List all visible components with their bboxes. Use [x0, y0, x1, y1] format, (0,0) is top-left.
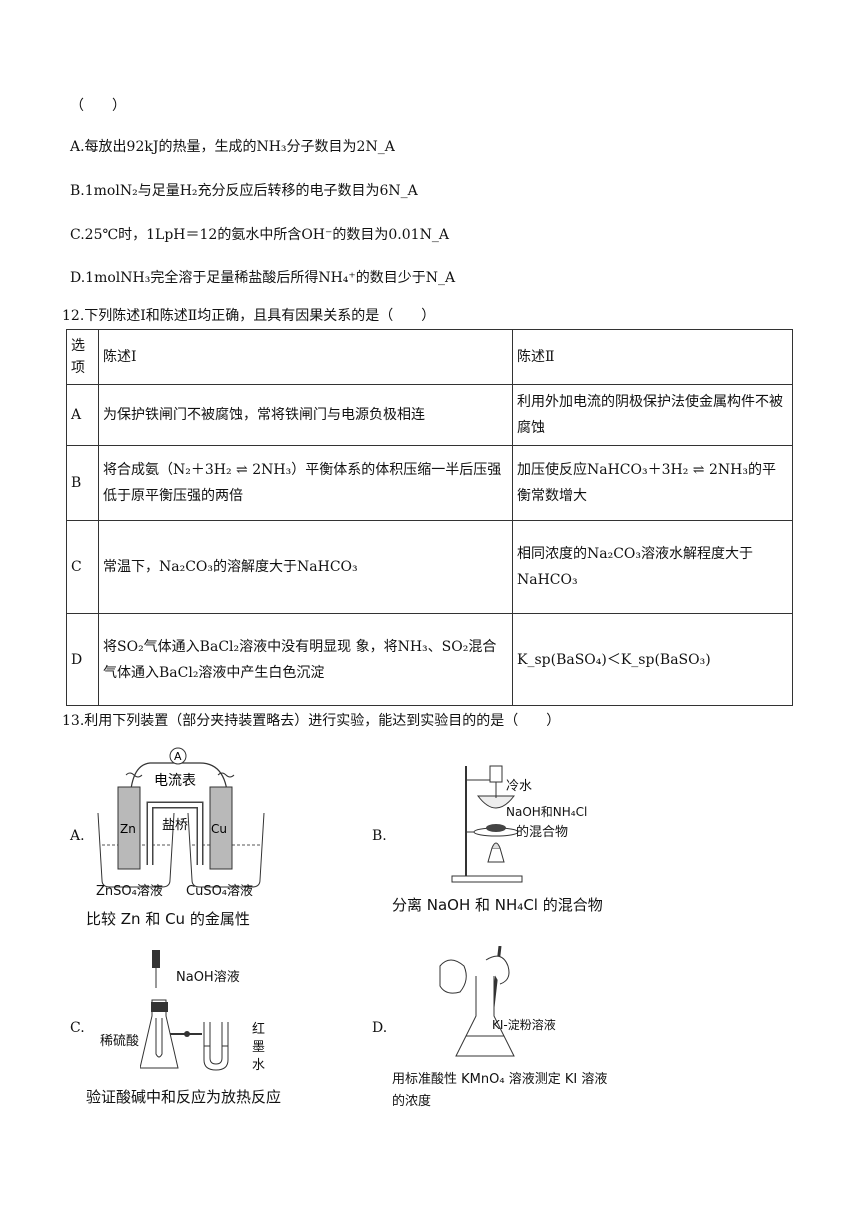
q13-option-a-label: A.: [70, 828, 85, 844]
znso4-label: ZnSO₄溶液: [96, 884, 163, 899]
ammeter-label: 电流表: [154, 773, 196, 789]
row-statement-2: K_sp(BaSO₄)＜K_sp(BaSO₃): [512, 613, 793, 706]
q12-table: 选项 陈述Ⅰ 陈述Ⅱ A 为保护铁闸门不被腐蚀，常将铁闸门与电源负极相连 利用外…: [66, 329, 793, 706]
header-option: 选项: [66, 329, 99, 385]
q13-stem: 13.利用下列装置（部分夹持装置略去）进行实验，能达到实验目的的是（ ）: [62, 713, 561, 729]
q13-d-caption-line1: 用标准酸性 KMnO₄ 溶液测定 KI 溶液: [392, 1072, 608, 1087]
neutralization-apparatus-diagram: [140, 950, 229, 1071]
salt-bridge-label: 盐桥: [162, 818, 188, 833]
table-row: B 将合成氨（N₂＋3H₂ ⇌ 2NH₃）平衡体系的体积压缩一半后压强低于原平衡…: [66, 445, 793, 521]
zn-electrode-label: Zn: [120, 822, 136, 836]
mixture-label-line1: NaOH和NH₄Cl: [506, 805, 588, 819]
q13-d-caption-line2: 的浓度: [392, 1094, 432, 1109]
galvanic-cell-diagram: A 电流表 Zn Cu 盐桥: [97, 747, 265, 888]
red-ink-label-3: 水: [252, 1058, 266, 1073]
row-statement-1: 常温下，Na₂CO₃的溶解度大于NaHCO₃: [98, 520, 513, 614]
table-header-row: 选项 陈述Ⅰ 陈述Ⅱ: [66, 329, 793, 385]
q13-option-c-label: C.: [70, 1020, 85, 1036]
q13-b-caption: 分离 NaOH 和 NH₄Cl 的混合物: [392, 896, 603, 914]
header-statement-2: 陈述Ⅱ: [512, 329, 793, 385]
table-row: D 将SO₂气体通入BaCl₂溶液中没有明显现 象，将NH₃、SO₂混合气体通入…: [66, 613, 793, 706]
dilute-acid-label: 稀硫酸: [100, 1034, 140, 1049]
row-statement-2: 相同浓度的Na₂CO₃溶液水解程度大于NaHCO₃: [512, 520, 793, 614]
q13-option-d-label: D.: [372, 1020, 388, 1036]
cold-water-label: 冷水: [506, 779, 533, 794]
ki-starch-label: KI-淀粉溶液: [492, 1018, 556, 1032]
table-row: C 常温下，Na₂CO₃的溶解度大于NaHCO₃ 相同浓度的Na₂CO₃溶液水解…: [66, 520, 793, 614]
ammeter-symbol: A: [174, 750, 182, 763]
q13-c-caption: 验证酸碱中和反应为放热反应: [86, 1088, 282, 1106]
heating-apparatus-diagram: [451, 765, 523, 883]
red-ink-label-2: 墨: [252, 1040, 266, 1055]
row-statement-1: 为保护铁闸门不被腐蚀，常将铁闸门与电源负极相连: [98, 384, 513, 446]
table-row: A 为保护铁闸门不被腐蚀，常将铁闸门与电源负极相连 利用外加电流的阴极保护法使金…: [66, 384, 793, 446]
red-ink-label-1: 红: [252, 1022, 266, 1037]
q11-option-b: B.1molN₂与足量H₂充分反应后转移的电子数目为6N_A: [70, 183, 418, 199]
row-option: A: [66, 384, 99, 446]
q11-option-d: D.1molNH₃完全溶于足量稀盐酸后所得NH₄⁺的数目少于N_A: [70, 270, 456, 286]
q11-option-c: C.25℃时，1LpH＝12的氨水中所含OH⁻的数目为0.01N_A: [70, 227, 449, 243]
row-statement-2: 加压使反应NaHCO₃＋3H₂ ⇌ 2NH₃的平衡常数增大: [512, 445, 793, 521]
row-option: C: [66, 520, 99, 614]
q11-option-a: A.每放出92kJ的热量，生成的NH₃分子数目为2N_A: [70, 139, 395, 155]
q13-option-b-label: B.: [372, 828, 387, 844]
row-statement-1: 将合成氨（N₂＋3H₂ ⇌ 2NH₃）平衡体系的体积压缩一半后压强低于原平衡压强…: [98, 445, 513, 521]
header-statement-1: 陈述Ⅰ: [98, 329, 513, 385]
cuso4-label: CuSO₄溶液: [186, 884, 254, 899]
naoh-dropper-label: NaOH溶液: [176, 970, 240, 985]
row-statement-2: 利用外加电流的阴极保护法使金属构件不被腐蚀: [512, 384, 793, 446]
titration-diagram: [439, 946, 515, 1057]
q11-paren: （ ）: [70, 98, 126, 114]
row-statement-1: 将SO₂气体通入BaCl₂溶液中没有明显现 象，将NH₃、SO₂混合气体通入Ba…: [98, 613, 513, 706]
cu-electrode-label: Cu: [211, 822, 227, 836]
row-option: B: [66, 445, 99, 521]
mixture-label-line2: 的混合物: [516, 825, 569, 840]
q13-a-caption: 比较 Zn 和 Cu 的金属性: [86, 910, 250, 928]
row-option: D: [66, 613, 99, 706]
q12-stem: 12.下列陈述Ⅰ和陈述Ⅱ均正确，且具有因果关系的是（ ）: [62, 308, 436, 324]
